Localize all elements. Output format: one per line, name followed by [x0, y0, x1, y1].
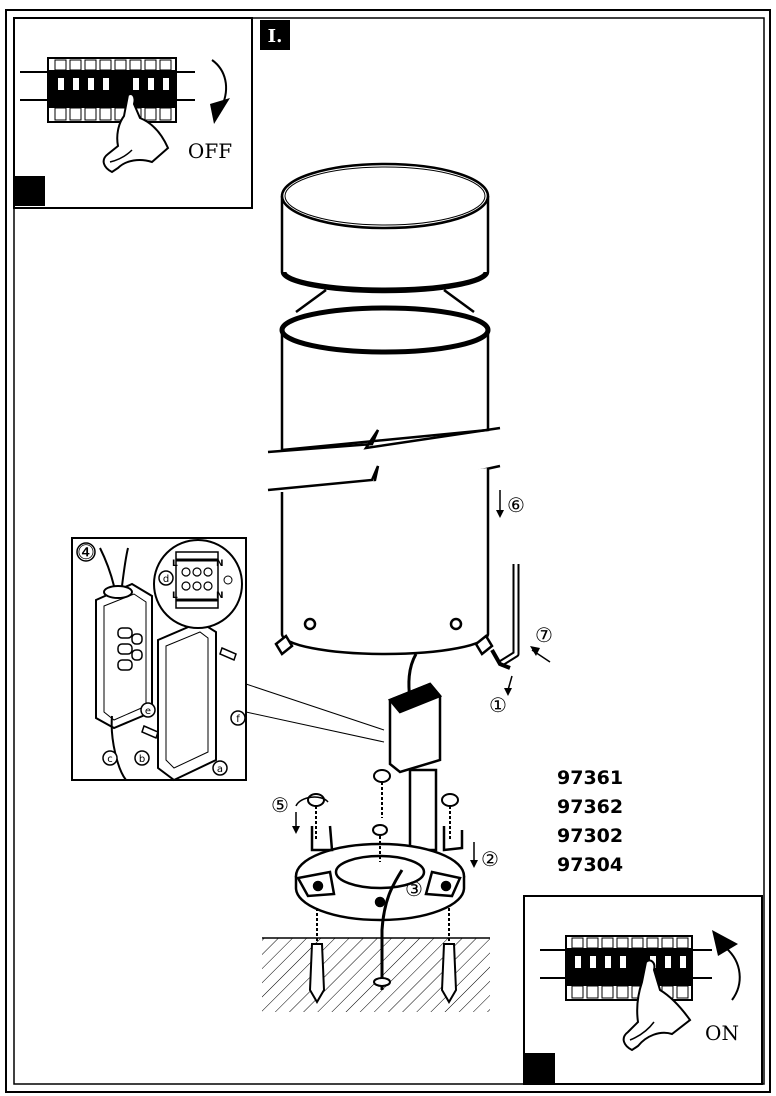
- junction-box-detail: L N L N a b c d e f: [71, 537, 385, 782]
- step-4-label: ④: [77, 540, 95, 564]
- breaker-on-label: ON: [705, 1021, 739, 1045]
- breaker-block-on: [565, 935, 693, 1001]
- article-number: 97304: [557, 854, 624, 876]
- article-number: 97362: [557, 796, 624, 818]
- step-6-label: ⑥: [507, 493, 525, 517]
- sheet-label-box: [260, 20, 290, 50]
- callout-c: c: [107, 754, 113, 765]
- wall-plugs: [308, 908, 458, 1004]
- terminal-label-n-top: N: [216, 559, 224, 569]
- terminal-label-l-top: L: [172, 559, 178, 569]
- inner-frame: [13, 17, 765, 1085]
- terminal-label-l-bottom: L: [172, 591, 178, 601]
- ground-cable: [380, 869, 404, 990]
- panel-corner-marker: [15, 176, 45, 206]
- article-number: 97302: [557, 825, 624, 847]
- callout-f: f: [236, 714, 240, 725]
- sheet-label: I.: [268, 26, 283, 47]
- callout-d: d: [163, 574, 169, 585]
- allen-key-icon: [490, 564, 551, 696]
- callout-e: e: [145, 706, 151, 717]
- article-number-list: 97361 97362 97302 97304: [557, 764, 667, 880]
- arrow-on-icon: [725, 947, 741, 1001]
- hand-off: [102, 93, 170, 174]
- step-3-label: ③: [405, 877, 423, 901]
- terminal-label-n-bottom: N: [216, 591, 224, 601]
- breaker-off-panel: OFF: [13, 17, 253, 209]
- inline-connector-box: [387, 682, 443, 852]
- step-1-label: ①: [489, 693, 507, 717]
- outer-frame: [5, 9, 771, 1093]
- breaker-on-panel: ON: [523, 895, 763, 1085]
- article-number: 97361: [557, 767, 624, 789]
- breaker-off-label: OFF: [188, 139, 232, 163]
- breaker-block-off: [47, 57, 177, 123]
- step-7-label: ⑦: [535, 623, 553, 647]
- panel-corner-marker: [525, 1053, 555, 1083]
- callout-a: a: [217, 764, 223, 775]
- callout-b: b: [139, 754, 145, 765]
- hand-on: [622, 959, 692, 1052]
- bollard-lamp: [267, 162, 501, 656]
- mounting-screws: [307, 769, 459, 862]
- step-2-label: ②: [481, 847, 499, 871]
- step-5-label: ⑤: [271, 793, 289, 817]
- mounting-plate: [294, 825, 466, 922]
